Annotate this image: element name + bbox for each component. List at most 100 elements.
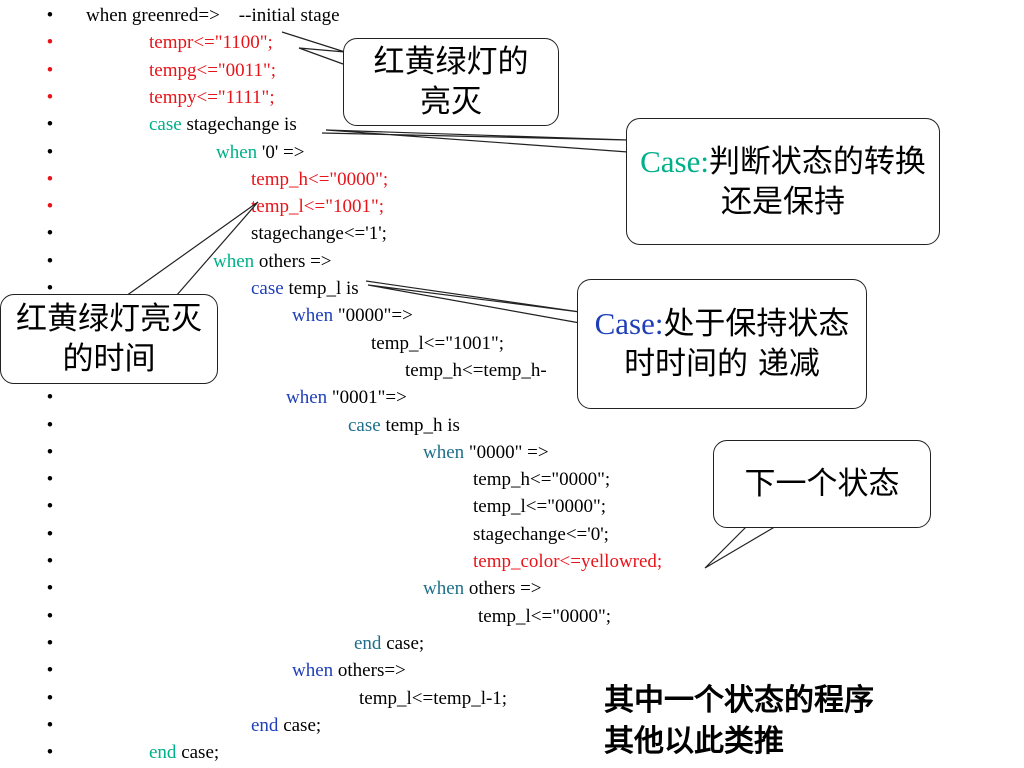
code-text: stagechange<='0'; — [473, 523, 609, 545]
connector-case-transition — [321, 129, 629, 153]
callout-next-state-text: 下一个状态 — [744, 466, 900, 502]
code-line: temp_l<="1001"; — [251, 193, 384, 220]
code-text: when greenred=> --initial stage — [86, 5, 340, 26]
callout-light-on-off: 红黄绿灯的亮灭 — [343, 38, 559, 126]
list-bullet: • — [46, 605, 54, 627]
callout-case-transition-prefix: Case: — [640, 143, 709, 179]
code-text: case; — [176, 742, 220, 764]
code-text: case; — [381, 632, 425, 654]
callout-next-state: 下一个状态 — [713, 440, 931, 528]
callout-light-duration-text: 红黄绿灯亮灭的时间 — [16, 301, 202, 377]
code-text: temp_l is — [283, 278, 359, 299]
code-keyword: end — [354, 632, 382, 654]
code-line: temp_l<="1001"; — [371, 330, 504, 357]
code-line: tempy<="1111"; — [149, 84, 275, 111]
list-bullet: • — [46, 523, 54, 545]
list-bullet: • — [46, 223, 54, 245]
code-line: temp_h<=temp_h- — [405, 357, 547, 384]
code-text: temp_h<=temp_h- — [405, 359, 547, 381]
list-bullet: • — [46, 496, 54, 518]
code-keyword: when — [286, 387, 328, 409]
list-bullet: • — [46, 59, 54, 81]
code-line: case temp_l is — [251, 275, 359, 302]
code-line: temp_l<="0000"; — [478, 603, 611, 630]
code-keyword: when — [292, 305, 334, 327]
code-text: "0001"=> — [327, 387, 407, 409]
code-text: temp_l<="1001"; — [371, 332, 504, 354]
list-bullet: • — [46, 114, 54, 136]
code-text: others => — [254, 250, 332, 272]
code-text: temp_l<="0000"; — [478, 605, 611, 627]
list-bullet: • — [46, 551, 54, 572]
callout-case-hold-text: 处于保持状态时时间的 递减 — [624, 306, 850, 382]
connector-case-hold — [365, 280, 581, 324]
list-bullet: • — [46, 278, 54, 299]
code-text: stagechange<='1'; — [251, 223, 387, 245]
code-text: tempy<="1111"; — [149, 86, 275, 108]
list-bullet: • — [46, 32, 54, 54]
code-line: temp_l<=temp_l-1; — [359, 685, 507, 712]
code-line: end case; — [149, 739, 219, 766]
code-line: when "0000" => — [423, 439, 549, 466]
list-bullet: • — [46, 742, 54, 764]
code-text: temp_l<="1001"; — [251, 196, 384, 218]
code-text: others => — [464, 578, 542, 600]
list-bullet: • — [46, 441, 54, 463]
code-keyword: case — [251, 278, 284, 299]
code-keyword: end — [251, 714, 279, 736]
code-line: when others => — [423, 575, 542, 602]
list-bullet: • — [46, 168, 54, 190]
code-line: temp_color<=yellowred; — [473, 548, 662, 575]
code-text: "0000" => — [464, 441, 549, 463]
bottom-note-line2: 其他以此类推 — [604, 724, 784, 759]
code-line: when others => — [213, 248, 332, 275]
list-bullet: • — [46, 687, 54, 709]
callout-case-hold-body: Case:处于保持状态时时间的 递减 — [591, 304, 853, 384]
code-text: others=> — [333, 660, 406, 682]
callout-case-transition: Case:判断状态的转换还是保持 — [626, 118, 940, 245]
code-keyword: end — [149, 742, 177, 764]
code-keyword: case — [149, 114, 182, 136]
code-line: end case; — [251, 712, 321, 739]
connector-light-on-off — [281, 31, 346, 65]
list-bullet: • — [46, 414, 54, 436]
code-text: temp_h<="0000"; — [251, 168, 389, 190]
list-bullet: • — [46, 714, 54, 736]
connector-next-state — [704, 524, 779, 569]
code-line: stagechange<='0'; — [473, 521, 609, 548]
code-text: tempg<="0011"; — [149, 59, 277, 81]
code-text: case; — [278, 714, 322, 736]
list-bullet: • — [46, 86, 54, 108]
bottom-note: 其中一个状态的程序 其他以此类推 — [604, 680, 874, 762]
code-text: temp_h is — [380, 414, 460, 436]
list-bullet: • — [46, 5, 54, 26]
code-text: tempr<="1100"; — [149, 32, 273, 54]
code-keyword: case — [348, 414, 381, 436]
code-line: temp_l<="0000"; — [473, 493, 606, 520]
code-line: when others=> — [292, 657, 406, 684]
list-bullet: • — [46, 632, 54, 654]
list-bullet: • — [46, 660, 54, 682]
list-bullet: • — [46, 578, 54, 600]
code-line: case stagechange is — [149, 111, 297, 138]
callout-case-transition-body: Case:判断状态的转换还是保持 — [638, 142, 928, 222]
code-line: temp_h<="0000"; — [473, 466, 610, 493]
code-line: when greenred=> --initial stage — [86, 2, 340, 29]
callout-light-on-off-text: 红黄绿灯的亮灭 — [373, 44, 529, 120]
code-line: tempg<="0011"; — [149, 57, 276, 84]
code-text: '0' => — [257, 141, 305, 163]
callout-light-duration: 红黄绿灯亮灭的时间 — [0, 294, 218, 384]
code-line: stagechange<='1'; — [251, 220, 387, 247]
callout-case-hold-prefix: Case: — [594, 306, 664, 341]
code-line: when "0001"=> — [286, 384, 407, 411]
code-text: temp_h<="0000"; — [473, 469, 611, 491]
code-line: tempr<="1100"; — [149, 29, 273, 56]
code-text: "0000"=> — [333, 305, 413, 327]
code-line: end case; — [354, 630, 424, 657]
list-bullet: • — [46, 387, 54, 409]
callout-case-transition-text: 判断状态的转换还是保持 — [708, 143, 926, 220]
list-bullet: • — [46, 469, 54, 491]
code-text: temp_l<="0000"; — [473, 496, 606, 518]
code-keyword: when — [216, 141, 258, 163]
code-text: temp_l<=temp_l-1; — [359, 687, 508, 709]
